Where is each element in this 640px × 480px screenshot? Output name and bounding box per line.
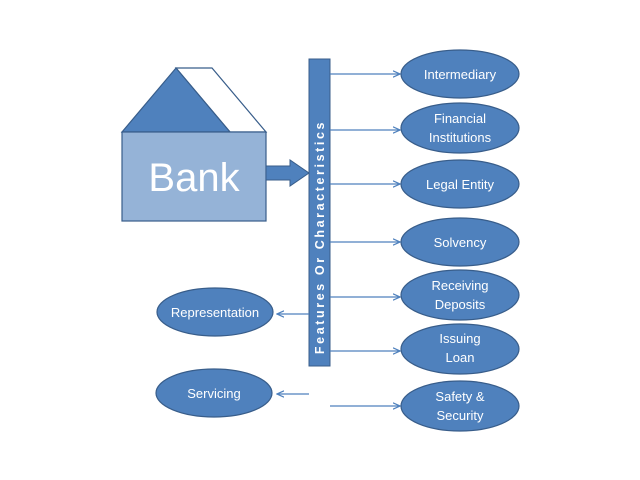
node-issuing-loan-shape [400,323,520,375]
bank-house: Bank [120,67,268,222]
node-representation: Representation [156,287,274,337]
node-safety-security-label-line1: Safety & [435,389,484,404]
right-connectors [330,74,400,406]
node-receiving-deposits-label-line1: Receiving [431,278,488,293]
node-solvency-label: Solvency [434,235,487,250]
left-connectors [277,314,309,394]
node-solvency: Solvency [400,217,520,267]
features-bar-label: Features Or Characteristics [313,120,327,354]
node-financial-institutions: Financial Institutions [400,102,520,154]
node-financial-institutions-label-line1: Financial [434,111,486,126]
bank-body [121,131,267,222]
bank-label: Bank [148,156,240,200]
node-issuing-loan-label-line1: Issuing [439,331,480,346]
node-legal-entity-shape [400,159,520,209]
node-solvency-shape [400,217,520,267]
node-servicing-label: Servicing [187,386,240,401]
node-servicing-shape [155,368,273,418]
node-receiving-deposits-label-line2: Deposits [435,297,486,312]
node-safety-security-shape [400,380,520,432]
node-intermediary: Intermediary [400,49,520,99]
node-issuing-loan-label-line2: Loan [446,350,475,365]
node-servicing: Servicing [155,368,273,418]
node-legal-entity: Legal Entity [400,159,520,209]
node-receiving-deposits-shape [400,269,520,321]
features-bar [308,58,331,367]
node-safety-security-label-line2: Security [437,408,484,423]
node-legal-entity-label: Legal Entity [426,177,494,192]
node-representation-label: Representation [171,305,259,320]
node-financial-institutions-shape [400,102,520,154]
bank-to-features-arrow [265,159,310,187]
node-financial-institutions-label-line2: Institutions [429,130,492,145]
node-receiving-deposits: Receiving Deposits [400,269,520,321]
node-intermediary-shape [400,49,520,99]
node-representation-shape [156,287,274,337]
node-intermediary-label: Intermediary [424,67,497,82]
node-safety-security: Safety & Security [400,380,520,432]
node-issuing-loan: Issuing Loan [400,323,520,375]
